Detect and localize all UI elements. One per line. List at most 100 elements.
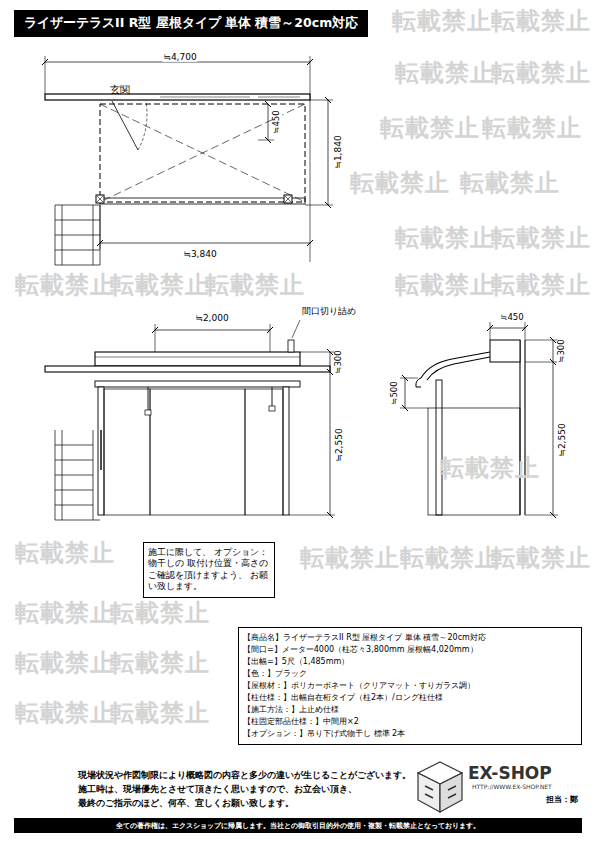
dimension: ≒3,840 [182, 249, 217, 259]
watermark: 転載禁止 [15, 700, 115, 728]
note-box: 施工に際して、 オプション：物干しの 取付け位置・高さの ご確認を頂けますよう、… [143, 542, 275, 598]
side-elevation-part [525, 322, 526, 340]
watermark: 転載禁止 [460, 170, 560, 198]
watermark: 転載禁止 [110, 600, 210, 628]
plan-view-part [305, 205, 333, 206]
watermark: 転載禁止 [491, 8, 591, 36]
dimension: ≒4,700 [162, 52, 197, 62]
watermark: 転載禁止 [491, 60, 591, 88]
dimension: ≒450 [272, 109, 282, 134]
side-elevation-part [525, 362, 558, 363]
spec-table-text: 【屋根材：】ポリカーボネート（クリアマット・すりガラス調） [243, 680, 577, 692]
watermark: 転載禁止 [491, 545, 591, 573]
watermark: 転載禁止 [205, 272, 305, 300]
plan-view-part [45, 94, 310, 100]
plan-view-part [310, 56, 311, 262]
front-elevation-part [104, 389, 150, 515]
plan-view-part [112, 101, 138, 150]
side-elevation-part [405, 378, 406, 408]
logo-cube-part [425, 786, 456, 798]
watermark: 転載禁止 [395, 225, 495, 253]
side-elevation-part [553, 340, 554, 362]
front-elevation-part [289, 515, 335, 516]
front-elevation [45, 320, 335, 520]
front-elevation-part [270, 324, 271, 352]
front-elevation-part [155, 330, 270, 331]
side-elevation-part [525, 340, 558, 341]
spec-table-text: 【間口=】メーター4000（柱芯々3,800mm 屋根幅4,020mm） [243, 644, 577, 656]
watermark: 転載禁止 [110, 650, 210, 678]
watermark: 転載禁止 [491, 272, 591, 300]
plan-view-part [100, 243, 310, 244]
front-elevation-part [55, 445, 100, 520]
watermark: 転載禁止 [110, 700, 210, 728]
side-elevation-part [400, 378, 418, 379]
note-line: 施工時は、現場優先とさせて頂きたく思いますので、お立会い頂き、 [78, 785, 357, 795]
side-elevation [400, 322, 558, 515]
callout-note: 間口切り詰め [302, 306, 356, 316]
plan-view-part [138, 101, 147, 150]
plan-view-part [96, 195, 104, 203]
front-elevation-part [45, 366, 330, 372]
title-bar: ライザーテラスII R型 屋根タイプ 単体 積雪～20cm対応 [14, 10, 368, 37]
plan-view-part [55, 205, 100, 265]
side-elevation-part [427, 357, 490, 380]
watermark: 転載禁止 [482, 115, 582, 143]
plan-view-part [285, 196, 291, 202]
plan-view-part [100, 104, 305, 202]
front-elevation-part [292, 320, 300, 338]
plan-view-part [100, 198, 305, 204]
watermark: 転載禁止 [392, 8, 492, 36]
plan-view-part [258, 97, 300, 98]
front-elevation-part [283, 387, 289, 515]
spec-table-text: 【色：】ブラック [243, 668, 577, 680]
dimension: ≒1,840 [333, 134, 343, 169]
spec-table-text: 【商品名】ライザーテラスII R型 屋根タイプ 単体 積雪～20cm対応 [243, 632, 577, 644]
watermark: 転載禁止 [440, 455, 540, 483]
spec-table-text: 【柱仕様：】出幅自在桁タイプ（柱2本）/ロング柱仕様 [243, 692, 577, 704]
side-elevation-part [436, 380, 442, 515]
front-elevation-part [155, 324, 156, 352]
person-in-charge: 担当：鄭 [546, 795, 578, 804]
footer-bar [14, 818, 582, 833]
plan-view-part [55, 205, 100, 265]
front-elevation-part [288, 340, 294, 352]
watermark: 転載禁止 [110, 272, 210, 300]
side-elevation-part [490, 322, 491, 340]
plan-view-part [284, 195, 292, 203]
plan-view-part [328, 100, 329, 205]
watermark: 転載禁止 [15, 600, 115, 628]
plan-view-part [45, 56, 46, 94]
watermark: 転載禁止 [380, 115, 480, 143]
plan-view-part [97, 196, 103, 202]
front-elevation-part [330, 372, 331, 515]
front-elevation-part [269, 406, 275, 411]
front-elevation-part [245, 389, 283, 515]
plan-view-part [310, 100, 333, 101]
watermark: 転載禁止 [15, 540, 115, 568]
logo-cube [418, 762, 462, 812]
watermark: 転載禁止 [350, 170, 450, 198]
plan-view-part [100, 205, 101, 249]
front-elevation-part [300, 352, 335, 353]
side-elevation-part [400, 408, 428, 409]
note-line: 現場状況や作図制限により概略図の内容と多少の違いが生じることがございます。 [78, 771, 411, 781]
side-elevation-part [490, 328, 525, 329]
spec-table: 【商品名】ライザーテラスII R型 屋根タイプ 単体 積雪～20cm対応【間口=… [238, 627, 582, 745]
watermark: 転載禁止 [395, 60, 495, 88]
plan-view [45, 56, 333, 265]
front-elevation-part [95, 381, 300, 387]
side-elevation-part [553, 362, 554, 515]
side-elevation-part [525, 515, 558, 516]
copyright-footer: 全ての著作権は、エクスショップに帰属します。当社との御取引目的外の使用・複製・転… [116, 821, 480, 830]
dimension: ≒300 [557, 338, 567, 363]
front-elevation-part [98, 387, 104, 515]
dimension: ≒2,550 [557, 422, 567, 457]
room-name: 玄関 [110, 84, 130, 96]
watermark: 転載禁止 [491, 225, 591, 253]
brand-url: HTTP://WWW.EX-SHOP.NET [472, 784, 552, 791]
watermark: 転載禁止 [300, 545, 400, 573]
note-line: 最終のご指示のほど、何卒、宜しくお願い致します。 [78, 799, 294, 809]
watermark: 転載禁止 [15, 650, 115, 678]
brand-name: EX-SHOP [468, 764, 552, 784]
